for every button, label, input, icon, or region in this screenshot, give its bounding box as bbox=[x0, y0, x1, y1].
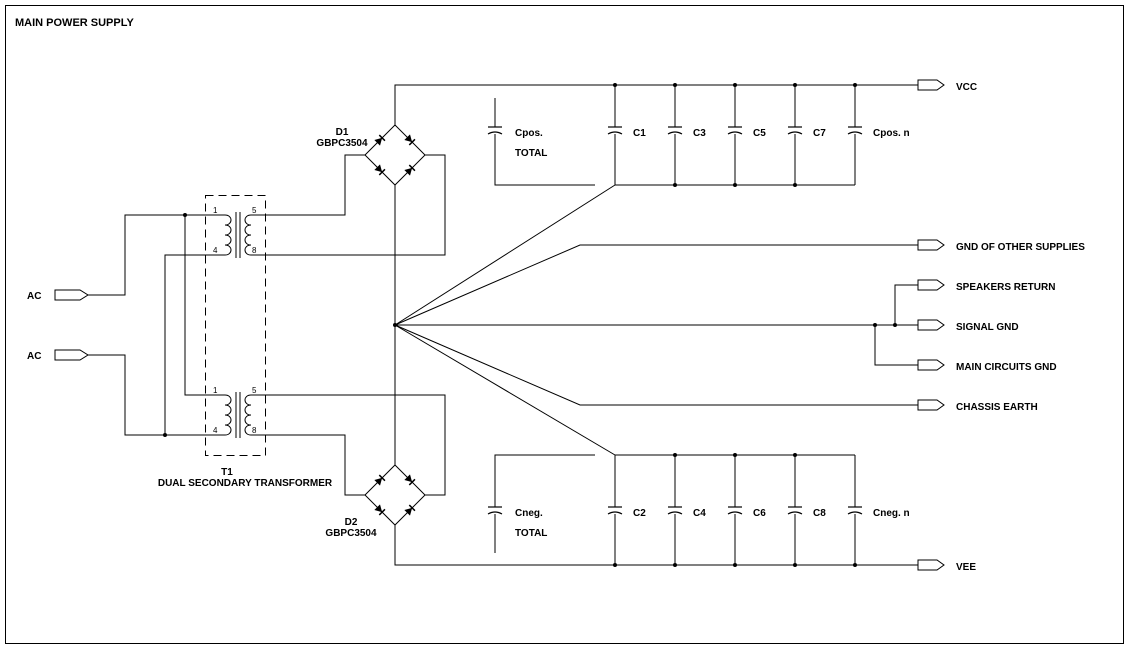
port-vee-label: VEE bbox=[956, 562, 976, 573]
gnd-to-pos-caps bbox=[394, 184, 616, 326]
neg-capacitor: C2 bbox=[607, 455, 646, 567]
pin-4: 4 bbox=[213, 426, 218, 435]
neg-capacitor-label: C8 bbox=[813, 508, 826, 519]
pos-capacitor-label: C5 bbox=[753, 128, 766, 139]
vee-rail bbox=[394, 525, 918, 566]
transformer-name: DUAL SECONDARY TRANSFORMER bbox=[158, 478, 333, 489]
pos-capacitor: C5 bbox=[727, 83, 766, 187]
port-signal-gnd: SIGNAL GND bbox=[917, 319, 1019, 333]
bridge-d1: D1 GBPC3504 bbox=[316, 124, 426, 186]
port-vcc-label: VCC bbox=[956, 82, 977, 93]
neg-capacitor: Cneg. n bbox=[847, 455, 910, 567]
neg-capacitor-label: C6 bbox=[753, 508, 766, 519]
pin-4: 4 bbox=[213, 246, 218, 255]
transformer-t1: 1 4 5 8 1 4 5 8 T1 DUAL SECONDARY TRANSF… bbox=[158, 195, 333, 489]
frame-border bbox=[5, 5, 1124, 644]
pos-capacitor: Cpos. n bbox=[847, 83, 910, 185]
pin-1: 1 bbox=[213, 386, 218, 395]
pos-capacitor-label: C1 bbox=[633, 128, 646, 139]
pos-capacitor-bank: Cpos. TOTAL C1 C3 C5 C7 Cpos. n bbox=[487, 83, 910, 187]
port-vee: VEE bbox=[917, 559, 976, 573]
primary-link-2 bbox=[164, 254, 225, 435]
sec-wire-2b bbox=[251, 434, 365, 496]
primary-link-1 bbox=[184, 215, 225, 396]
transformer-ref: T1 bbox=[221, 467, 233, 478]
junction bbox=[163, 433, 167, 437]
port-speakers-return: SPEAKERS RETURN bbox=[917, 279, 1055, 293]
pin-8: 8 bbox=[252, 426, 257, 435]
pos-capacitor: C7 bbox=[787, 83, 826, 187]
ac-wire-2 bbox=[88, 354, 225, 436]
main-gnd-branch bbox=[874, 325, 918, 366]
port-main-gnd-label: MAIN CIRCUITS GND bbox=[956, 362, 1057, 373]
ac-input-1: AC bbox=[27, 289, 89, 302]
neg-capacitor-label: C4 bbox=[693, 508, 706, 519]
sec-wire-2a bbox=[251, 394, 446, 496]
pos-capacitor: C1 bbox=[607, 83, 646, 185]
ac-label-1: AC bbox=[27, 291, 41, 302]
pin-1: 1 bbox=[213, 206, 218, 215]
pin-5: 5 bbox=[252, 206, 257, 215]
port-vcc: VCC bbox=[917, 79, 977, 93]
pos-capacitor-label: C3 bbox=[693, 128, 706, 139]
neg-capacitor-label: Cneg. n bbox=[873, 508, 910, 519]
speakers-branch bbox=[894, 284, 918, 325]
neg-capacitor-bank: Cneg. TOTAL C2 C4 C6 C8 Cneg. n bbox=[487, 453, 910, 567]
transformer-shield bbox=[205, 195, 266, 456]
port-gnd-other-label: GND OF OTHER SUPPLIES bbox=[956, 242, 1085, 253]
pin-5: 5 bbox=[252, 386, 257, 395]
pin-8: 8 bbox=[252, 246, 257, 255]
vcc-rail bbox=[394, 84, 918, 125]
page-title: MAIN POWER SUPPLY bbox=[15, 17, 134, 29]
gnd-to-neg-caps bbox=[394, 324, 616, 456]
sec-wire-1a bbox=[251, 154, 365, 216]
neg-capacitor: C8 bbox=[787, 453, 826, 567]
d2-part: GBPC3504 bbox=[325, 528, 377, 539]
d1-ref: D1 bbox=[336, 127, 349, 138]
junction bbox=[183, 213, 187, 217]
ac-input-2: AC bbox=[27, 349, 89, 362]
port-chassis-earth: CHASSIS EARTH bbox=[917, 399, 1038, 413]
ac-label-2: AC bbox=[27, 351, 41, 362]
cneg-total-label-1: Cneg. bbox=[515, 508, 543, 519]
pos-capacitor-label: Cpos. n bbox=[873, 128, 910, 139]
ac-wire-1 bbox=[88, 214, 225, 296]
port-speakers-label: SPEAKERS RETURN bbox=[956, 282, 1055, 293]
cpos-total-label-1: Cpos. bbox=[515, 128, 543, 139]
port-main-circuits-gnd: MAIN CIRCUITS GND bbox=[917, 359, 1057, 373]
d2-ref: D2 bbox=[345, 517, 358, 528]
junction bbox=[873, 323, 877, 327]
port-signal-label: SIGNAL GND bbox=[956, 322, 1019, 333]
neg-capacitor-label: C2 bbox=[633, 508, 646, 519]
gnd-other-wire bbox=[394, 244, 918, 326]
pos-capacitor: C3 bbox=[667, 83, 706, 187]
neg-capacitor: C4 bbox=[667, 453, 706, 567]
pos-capacitor-label: C7 bbox=[813, 128, 826, 139]
sec-wire-1b bbox=[251, 154, 446, 256]
bridge-d2: D2 GBPC3504 bbox=[325, 464, 426, 539]
port-gnd-other: GND OF OTHER SUPPLIES bbox=[917, 239, 1085, 253]
d1-part: GBPC3504 bbox=[316, 138, 368, 149]
neg-capacitor: C6 bbox=[727, 453, 766, 567]
cpos-total-label-2: TOTAL bbox=[515, 148, 547, 159]
cneg-total-label-2: TOTAL bbox=[515, 528, 547, 539]
chassis-earth-wire bbox=[394, 324, 918, 406]
port-chassis-label: CHASSIS EARTH bbox=[956, 402, 1038, 413]
junction bbox=[893, 323, 897, 327]
